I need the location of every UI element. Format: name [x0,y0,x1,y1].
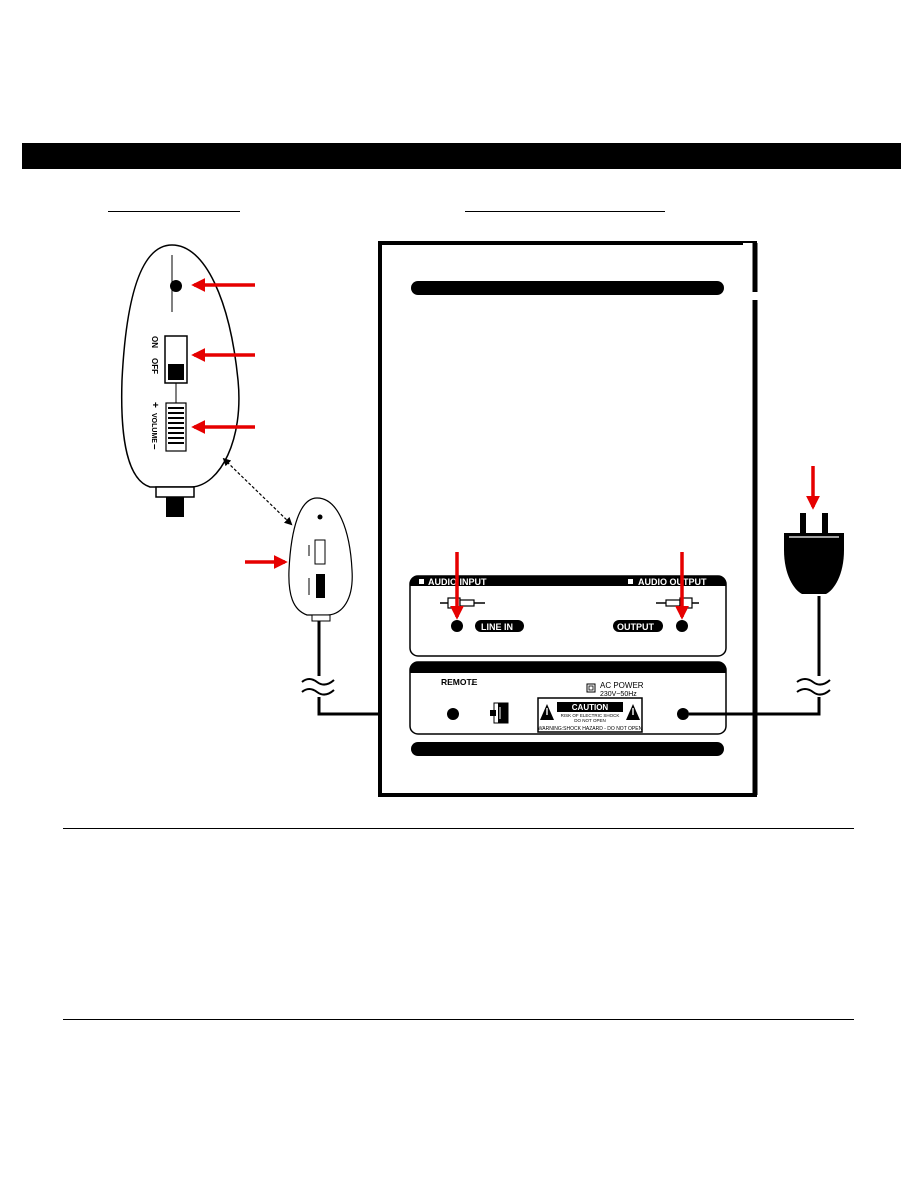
remote-label: REMOTE [441,677,478,687]
output-label: OUTPUT [617,622,655,632]
caution-label: CAUTION RISK OF ELECTRIC SHOCK DO NOT OP… [537,697,643,733]
audio-output-label: AUDIO OUTPUT [638,577,707,587]
divider-top [63,828,854,829]
warning-text: WARNING:SHOCK HAZARD - DO NOT OPEN [538,726,643,732]
remote-control-small [288,497,353,622]
caution-line-2: DO NOT OPEN [574,718,605,723]
svg-text:.: . [471,677,473,687]
speaker-back-panel: AUDIO INPUT AUDIO OUTPUT LINE IN OUTPUT … [378,241,758,797]
zoom-indicator-arrow [222,457,293,526]
remote-jack-icon [170,280,182,292]
bottom-vent [411,742,724,756]
ac-power-inlet[interactable] [677,708,689,720]
rca-plug-output-icon [656,597,699,609]
remote-heading-underline [108,211,240,212]
volume-label: VOLUME [150,413,157,443]
remote-input-jack[interactable] [447,708,459,720]
panel-heading-underline [465,211,665,212]
caution-line-1: RISK OF ELECTRIC SHOCK [561,713,620,718]
volume-minus-label: – [149,444,160,450]
divider-bottom [63,1019,854,1020]
ac-power-label: AC POWER [600,681,644,690]
remote-port-icon [490,702,509,724]
output-jack[interactable] [676,620,688,632]
switch-on-label: ON [150,336,159,348]
top-vent [411,281,724,295]
line-in-jack[interactable] [451,620,463,632]
section-banner [22,143,901,169]
ac-rating-label: 230V~50Hz [600,691,637,698]
line-in-label: LINE IN [481,622,513,632]
caution-title: CAUTION [572,703,609,712]
power-cable [689,596,831,716]
volume-wheel-ridges [168,407,184,444]
power-plug-icon [784,513,844,594]
volume-plus-label: + [149,402,160,408]
switch-off-label: OFF [150,358,159,374]
